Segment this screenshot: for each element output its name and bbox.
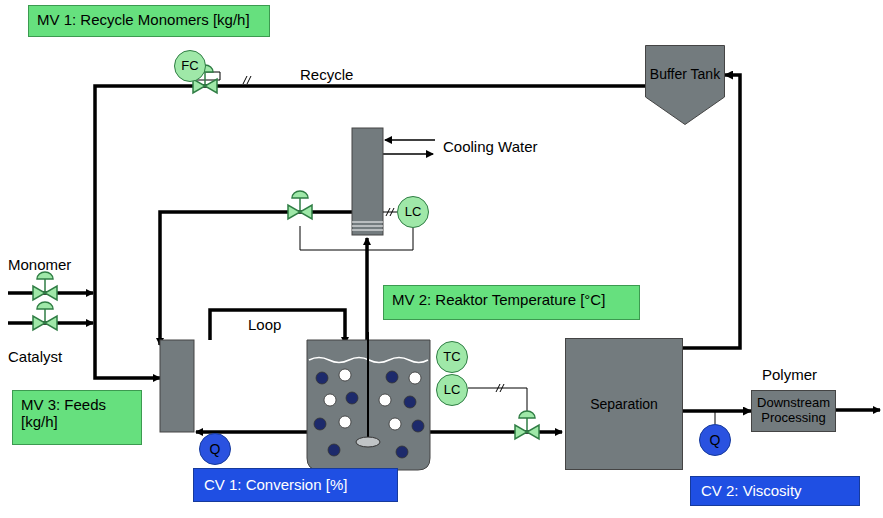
- level-controller: LC: [436, 374, 468, 406]
- cv-label: CV 2: Viscosity: [690, 476, 860, 506]
- node-text: MV 1: Recycle Monomers [kg/h]: [37, 11, 250, 28]
- stream-label: Catalyst: [8, 348, 62, 365]
- node-text: Q: [210, 441, 221, 457]
- node-text: TC: [443, 350, 460, 365]
- mv-label: MV 1: Recycle Monomers [kg/h]: [28, 5, 270, 37]
- node-text: CV 2: Viscosity: [701, 482, 802, 499]
- process-stream: [683, 409, 751, 413]
- node-text: Separation: [590, 396, 658, 412]
- node-text: FC: [181, 59, 198, 74]
- mv-label: MV 2: Reaktor Temperature [°C]: [383, 285, 640, 320]
- stream-label: Loop: [248, 316, 281, 333]
- stream-label: Cooling Water: [443, 138, 537, 155]
- downstream-box: Downstream Processing: [751, 390, 836, 432]
- mv-label: MV 3: Feeds [kg/h]: [12, 390, 142, 445]
- separation-unit: Separation: [565, 338, 683, 470]
- stream-label: Monomer: [8, 256, 71, 273]
- node-text: Buffer Tank: [650, 66, 720, 82]
- temperature-controller: TC: [436, 341, 468, 373]
- node-text: CV 1: Conversion [%]: [204, 476, 347, 493]
- stream-label: Polymer: [762, 366, 817, 383]
- flow-controller: FC: [174, 50, 206, 82]
- stream-label: Recycle: [300, 66, 353, 83]
- node-text: Q: [710, 432, 721, 448]
- tank-outline: [645, 45, 725, 125]
- quality-sensor: Q: [699, 424, 731, 456]
- quality-sensor: Q: [199, 433, 231, 465]
- buffer-tank: Buffer Tank: [645, 45, 725, 125]
- node-text: MV 3: Feeds [kg/h]: [21, 396, 133, 431]
- node-text: LC: [444, 383, 461, 398]
- level-controller: LC: [397, 196, 429, 228]
- node-text: MV 2: Reaktor Temperature [°C]: [392, 291, 605, 308]
- node-text: LC: [405, 205, 422, 220]
- cv-label: CV 1: Conversion [%]: [193, 468, 398, 502]
- node-text: Downstream Processing: [756, 396, 831, 426]
